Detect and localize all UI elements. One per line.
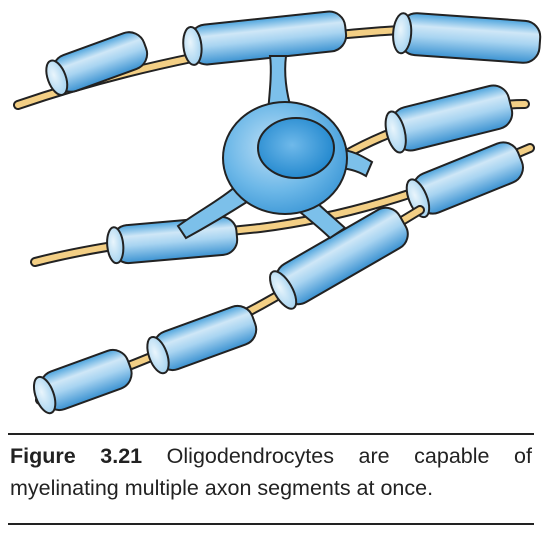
nucleus [257, 117, 335, 179]
myelin-segment [106, 215, 239, 265]
myelin-segment [146, 304, 258, 375]
caption-top-rule [8, 433, 534, 435]
myelin-segment [45, 31, 149, 96]
myelin-segment [182, 10, 348, 66]
figure-label: Figure 3.21 [10, 444, 143, 468]
myelin-segment [32, 348, 133, 415]
figure-caption: Figure 3.21 Oligodendrocytes are capable… [10, 440, 532, 504]
oligodendrocyte-cell-body [222, 101, 348, 215]
figure-caption-text: Oligodendrocytes are capable of myelinat… [10, 444, 532, 500]
myelin-segment [392, 12, 542, 64]
oligodendrocyte-illustration [13, 10, 542, 415]
myelin-segment [384, 84, 514, 154]
caption-bottom-rule [8, 523, 534, 525]
